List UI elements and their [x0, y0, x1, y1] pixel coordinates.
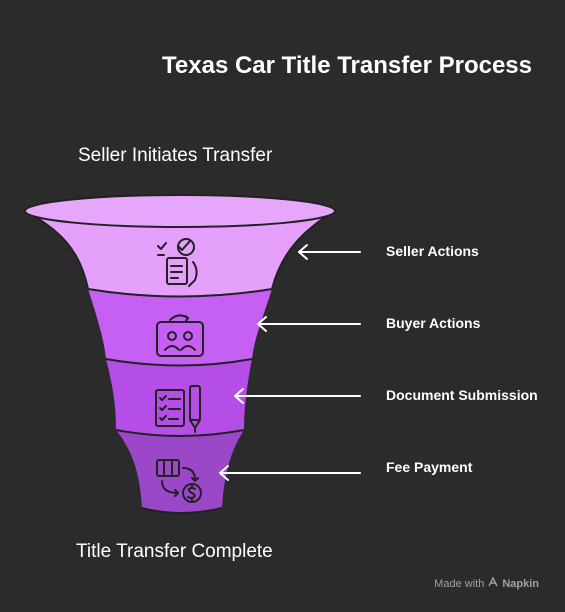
watermark-prefix: Made with: [434, 577, 485, 590]
stage-label-fee-payment: Fee Payment: [386, 459, 473, 475]
document-checklist-hand-icon: [157, 238, 198, 287]
funnel-stage-2: [88, 289, 272, 366]
funnel-stage-1: [25, 211, 334, 297]
funnel-top-label: Seller Initiates Transfer: [78, 145, 273, 166]
pointer-arrows: [219, 244, 361, 481]
stage-label-buyer-actions: Buyer Actions: [386, 315, 481, 331]
page-title: Texas Car Title Transfer Process: [162, 52, 532, 79]
watermark-brand: Napkin: [502, 577, 539, 590]
people-exchange-icon: [156, 314, 204, 357]
stage-label-seller-actions: Seller Actions: [386, 243, 479, 259]
clipboard-pen-icon: [155, 385, 201, 433]
arrow-stage-2: [257, 316, 361, 332]
funnel-stage-3: [106, 359, 252, 436]
money-exchange-icon: [156, 459, 202, 503]
funnel-top-rim: [24, 194, 336, 228]
arrow-stage-1: [298, 244, 361, 260]
arrow-stage-3: [234, 388, 361, 404]
napkin-watermark: Made with Napkin: [434, 576, 539, 590]
stage-label-document-submission: Document Submission: [386, 387, 538, 403]
arrow-stage-4: [219, 465, 361, 481]
napkin-logo-icon: [488, 576, 498, 590]
funnel-bottom-label: Title Transfer Complete: [76, 541, 273, 562]
